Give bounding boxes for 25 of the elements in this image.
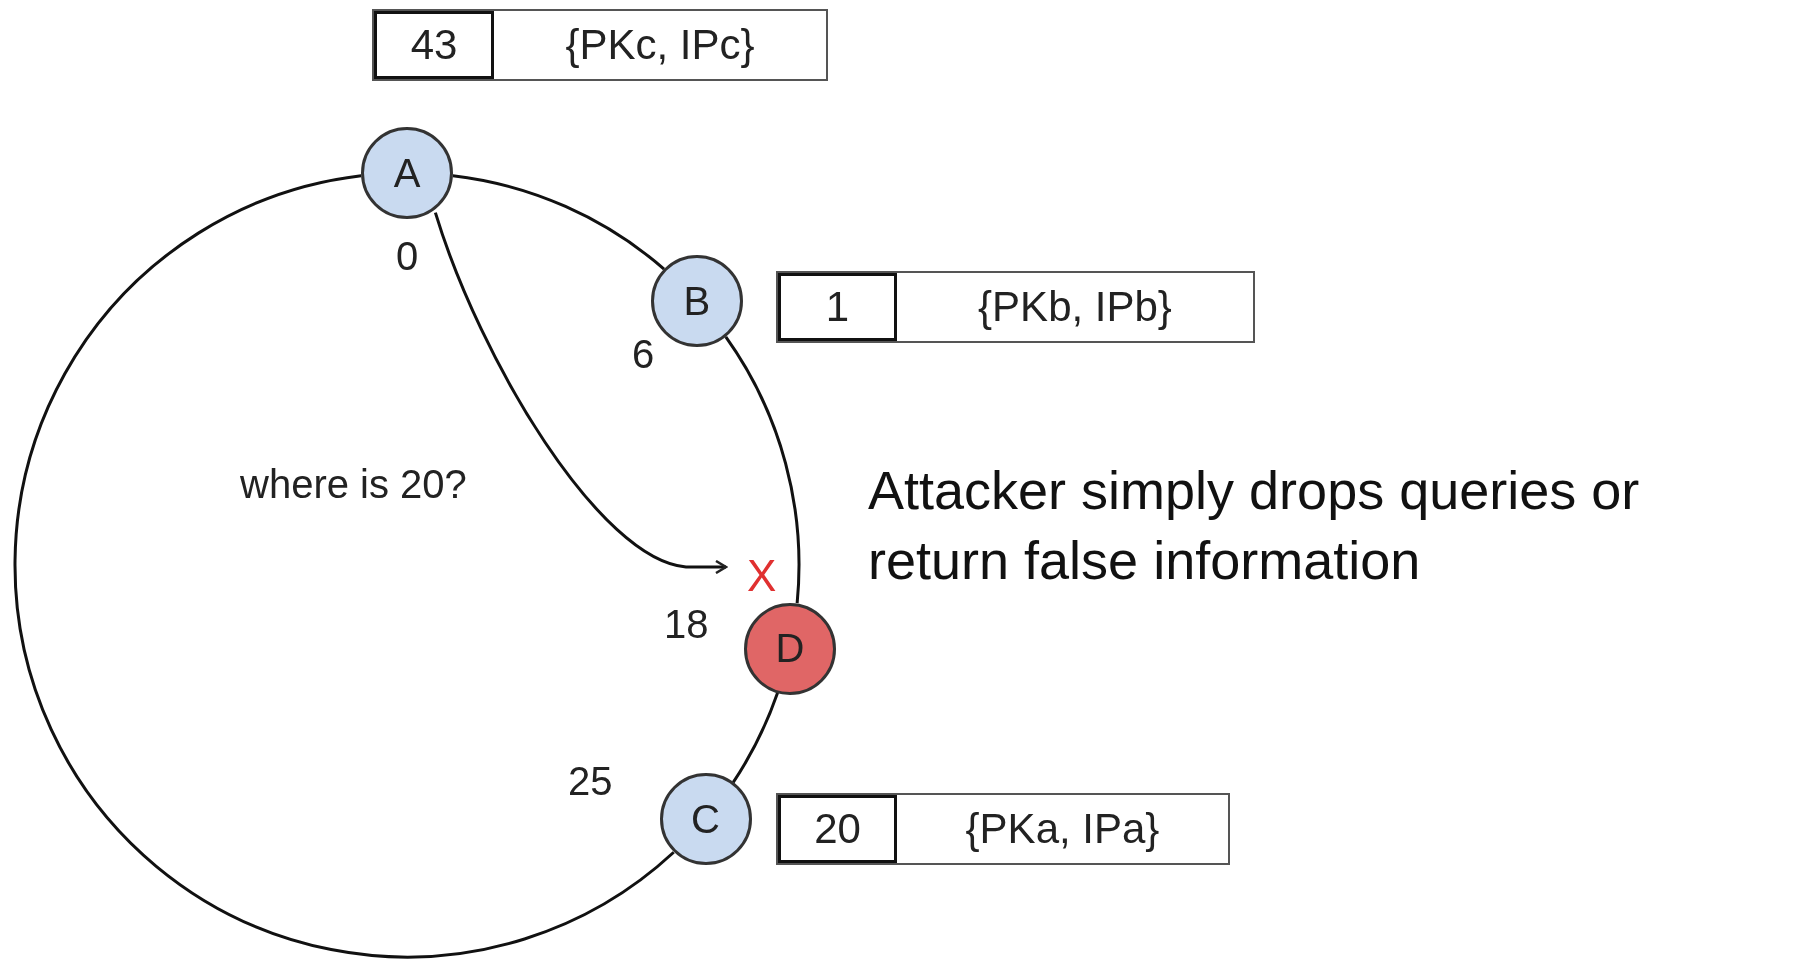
note-text: Attacker simply drops queries or return false information [868,459,1641,593]
id-label: 25 [568,758,613,805]
node-letter: C [691,796,720,842]
record-table [776,793,1230,865]
key-cell: 1 [778,273,897,341]
arrow [433,212,728,575]
record-table [372,9,828,81]
value-cell-text: {PKa, IPa} [964,804,1161,854]
key-cell: 20 [778,795,897,863]
id-label: where is 20? [240,461,467,508]
value-cell-text: {PKb, IPb} [977,282,1173,332]
record-table [776,271,1255,343]
value-cell-text: {PKc, IPc} [564,20,756,70]
node-letter: B [683,278,711,324]
id-label: 6 [632,331,655,378]
node-letter: A [393,150,421,196]
ring-arc [14,174,675,959]
ring-arc [731,692,779,784]
ring-arc [724,336,801,604]
id-label: 18 [664,601,709,648]
node-letter: D [775,626,805,671]
ring-arc [452,174,665,271]
failure-mark: X [747,550,777,602]
key-cell: 43 [374,11,494,79]
id-label: 0 [396,233,419,280]
